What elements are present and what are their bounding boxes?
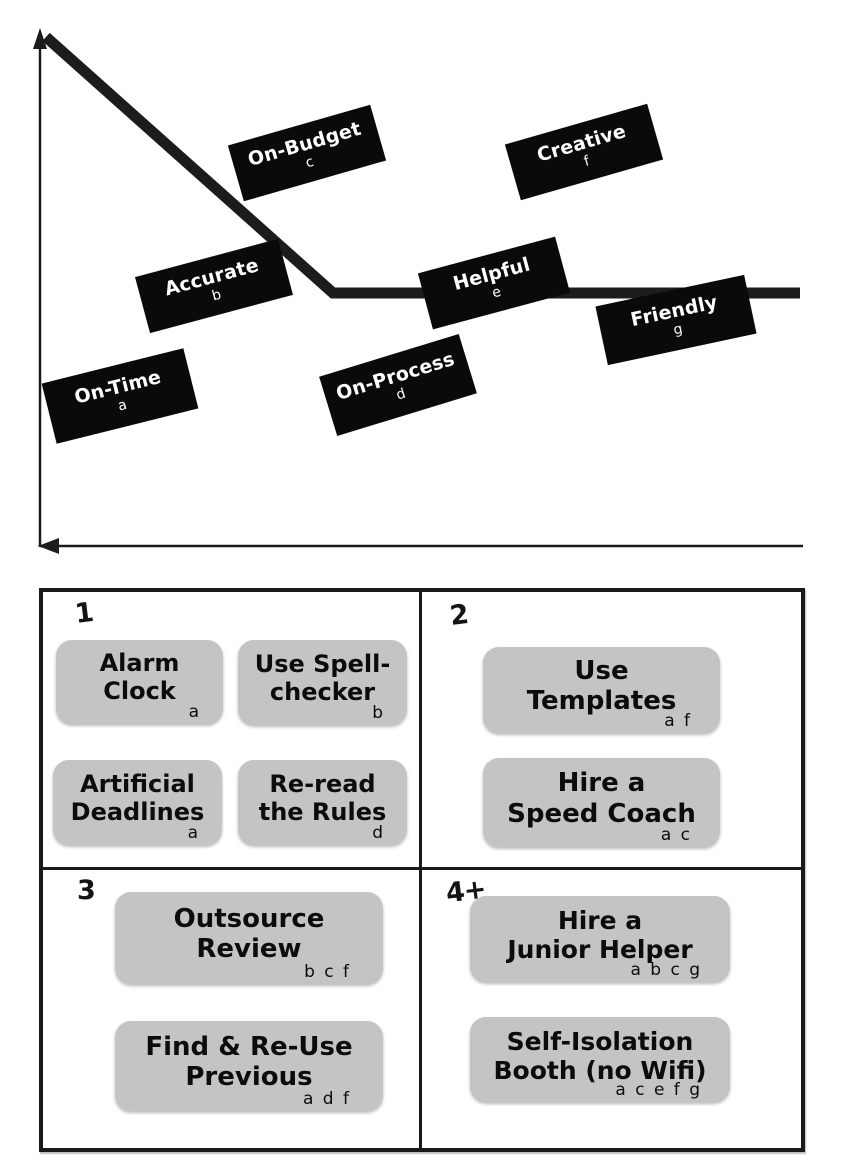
- remedy-title-line: Previous: [185, 1062, 313, 1092]
- remedy-alarm-clock: Alarm Clock a: [56, 640, 223, 724]
- remedy-title-line: Hire a: [557, 768, 646, 799]
- remedy-title-line: Speed Coach: [507, 798, 696, 829]
- remedy-title-line: Use Spell-: [254, 649, 391, 678]
- remedy-title-line: Deadlines: [70, 797, 205, 826]
- chart-label-letter: c: [303, 153, 316, 172]
- remedy-letters: d: [372, 822, 383, 843]
- remedy-self-isolation-booth: Self-Isolation Booth (no Wifi) a c e f g: [470, 1017, 730, 1102]
- remedy-use-templates: Use Templates a f: [483, 647, 720, 733]
- chart-label-letter: b: [210, 286, 223, 305]
- remedy-hire-junior-helper: Hire a Junior Helper a b c g: [470, 896, 730, 982]
- chart-label-letter: e: [490, 283, 503, 302]
- quadrant-1-number: 1: [73, 597, 95, 630]
- x-axis-arrow-icon: [38, 538, 59, 554]
- remedy-re-read-the-rules: Re-read the Rules d: [238, 760, 407, 845]
- remedy-title-line: Find & Re-Use: [145, 1031, 353, 1062]
- y-axis-arrow-icon: [33, 28, 47, 49]
- quadrant-3: 3 Outsource Review b c f Find & Re-Use P…: [43, 870, 422, 1148]
- remedy-letters: a b c g: [630, 959, 700, 980]
- quality-curve: [42, 32, 800, 299]
- chart-label-letter: g: [672, 320, 685, 339]
- remedy-title-line: Templates: [526, 686, 677, 716]
- quadrant-2: 2 Use Templates a f Hire a Speed Coach a…: [422, 592, 801, 870]
- remedy-letters: a c e f g: [615, 1079, 700, 1100]
- remedy-letters: b: [372, 702, 383, 723]
- chart-label-letter: d: [394, 385, 408, 404]
- remedy-title-line: Artificial: [80, 769, 195, 798]
- remedy-letters: a: [188, 701, 199, 722]
- chart-canvas: [33, 28, 803, 554]
- quadrant-4plus: 4+ Hire a Junior Helper a b c g Self-Iso…: [422, 870, 801, 1148]
- remedies-matrix: 1 Alarm Clock a Use Spell- checker b Art…: [39, 588, 805, 1152]
- remedy-letters: a f: [664, 710, 690, 731]
- remedy-artificial-deadlines: Artificial Deadlines a: [53, 760, 222, 845]
- remedy-title-line: Self-Isolation: [506, 1026, 694, 1056]
- tradeoff-chart: On-Time a Accurate b On-Budget c On-Proc…: [0, 0, 846, 575]
- remedy-title-line: Outsource: [173, 903, 325, 934]
- remedy-outsource-review: Outsource Review b c f: [115, 892, 383, 984]
- remedy-letters: a: [187, 822, 198, 843]
- quadrant-3-number: 3: [77, 875, 96, 906]
- remedy-letters: a c: [660, 824, 690, 845]
- remedy-title-line: Review: [196, 934, 302, 964]
- remedy-use-spell-checker: Use Spell- checker b: [238, 640, 407, 725]
- remedy-title-line: Booth (no Wifi): [493, 1055, 707, 1085]
- remedy-title-line: the Rules: [258, 797, 387, 826]
- remedy-title-line: Use: [574, 655, 629, 686]
- remedy-letters: b c f: [304, 961, 349, 982]
- remedy-letters: a d f: [302, 1088, 349, 1109]
- remedy-title-line: Re-read: [269, 769, 376, 798]
- chart-label-letter: f: [582, 153, 592, 170]
- remedy-title-line: checker: [269, 677, 376, 706]
- remedy-title-line: Hire a: [557, 906, 643, 935]
- quadrant-2-number: 2: [448, 599, 470, 632]
- remedy-title-line: Clock: [103, 677, 176, 705]
- remedy-hire-speed-coach: Hire a Speed Coach a c: [483, 758, 720, 847]
- remedy-find-reuse-previous: Find & Re-Use Previous a d f: [115, 1021, 383, 1111]
- remedy-title-line: Alarm: [99, 649, 180, 678]
- quadrant-1: 1 Alarm Clock a Use Spell- checker b Art…: [43, 592, 422, 870]
- chart-label-letter: a: [116, 396, 129, 415]
- remedy-title-line: Junior Helper: [507, 935, 693, 964]
